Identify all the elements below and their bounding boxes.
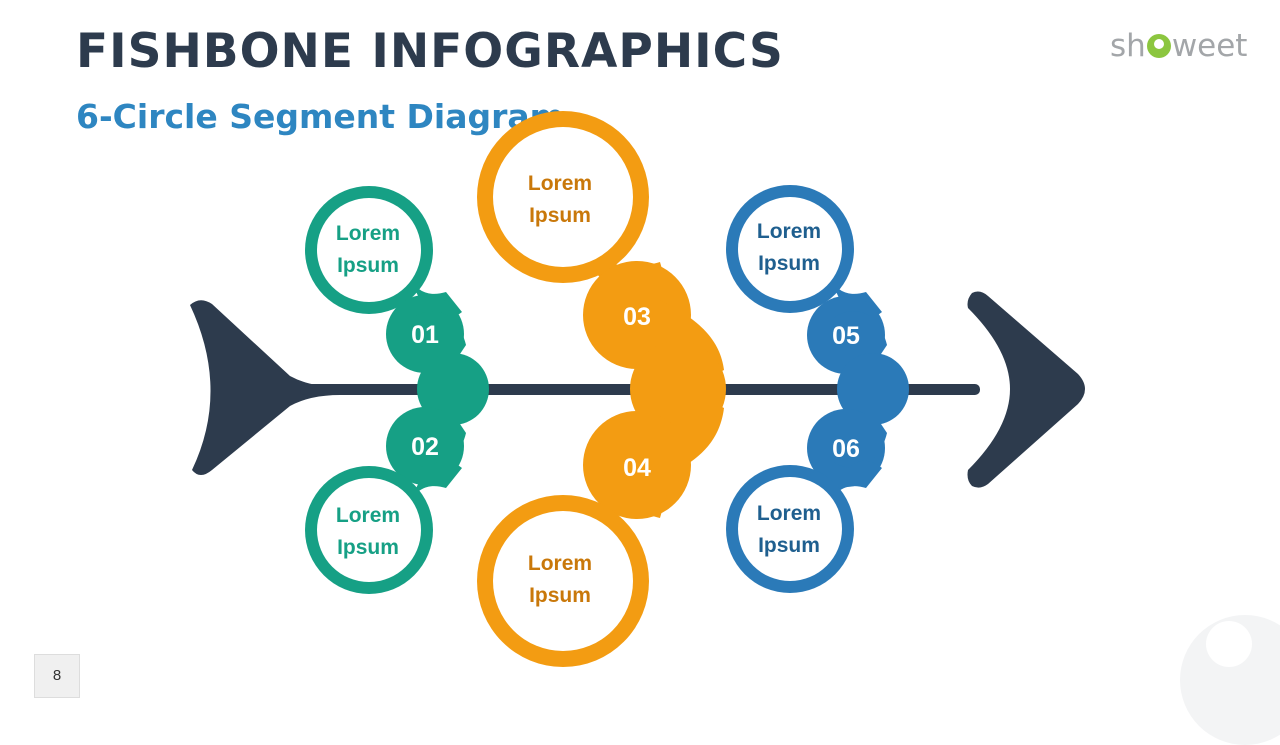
segment-04: Lorem Ipsum 04	[477, 386, 724, 667]
logo-dot-icon	[1146, 34, 1171, 58]
segment-label-line1: Lorem	[528, 172, 592, 195]
segment-label-line1: Lorem	[757, 502, 821, 525]
page-subtitle: 6-Circle Segment Diagram	[76, 97, 565, 136]
segment-inner	[493, 511, 633, 651]
segment-inner	[317, 198, 421, 302]
fishbone-diagram: Lorem Ipsum 01 Lorem Ipsum 02 Lorem Ipsu…	[190, 111, 1085, 667]
logo-text-end: weet	[1171, 28, 1248, 64]
segment-label-line2: Ipsum	[758, 534, 820, 557]
segment-number: 05	[832, 322, 860, 350]
spine-joint	[417, 353, 489, 425]
segment-label-line2: Ipsum	[529, 584, 591, 607]
segment-label-line2: Ipsum	[337, 254, 399, 277]
segment-label-line1: Lorem	[528, 552, 592, 575]
connector-neck	[660, 386, 724, 478]
segment-label-line2: Ipsum	[337, 536, 399, 559]
segment-number: 04	[623, 454, 651, 482]
connector-neck	[833, 406, 887, 468]
segment-inner	[738, 477, 842, 581]
fish-tail	[190, 300, 340, 475]
page-title: FISHBONE INFOGRAPHICS	[76, 24, 784, 79]
connector-neck	[412, 406, 466, 468]
logo-text-start: sh	[1110, 28, 1146, 64]
segment-label-line2: Ipsum	[529, 204, 591, 227]
segment-label-line1: Lorem	[336, 504, 400, 527]
page-number: 8	[34, 654, 80, 698]
segment-number: 06	[832, 435, 860, 463]
connector-neck	[828, 460, 882, 505]
segment-02: Lorem Ipsum 02	[305, 406, 466, 594]
segment-inner	[317, 478, 421, 582]
segment-06: Lorem Ipsum 06	[726, 406, 887, 593]
segment-inner	[738, 197, 842, 301]
segment-label-line2: Ipsum	[758, 252, 820, 275]
number-node	[583, 261, 691, 369]
fish-head	[967, 291, 1085, 488]
segment-number: 01	[411, 321, 439, 349]
segment-label-line1: Lorem	[757, 220, 821, 243]
segment-label-line1: Lorem	[336, 222, 400, 245]
connector-neck	[408, 460, 462, 505]
segment-inner	[493, 127, 633, 267]
segment-05: Lorem Ipsum 05	[726, 185, 909, 425]
segment-number: 02	[411, 433, 439, 461]
segment-number: 03	[623, 303, 651, 331]
segment-01: Lorem Ipsum 01	[305, 186, 489, 425]
spine-joint	[837, 353, 909, 425]
